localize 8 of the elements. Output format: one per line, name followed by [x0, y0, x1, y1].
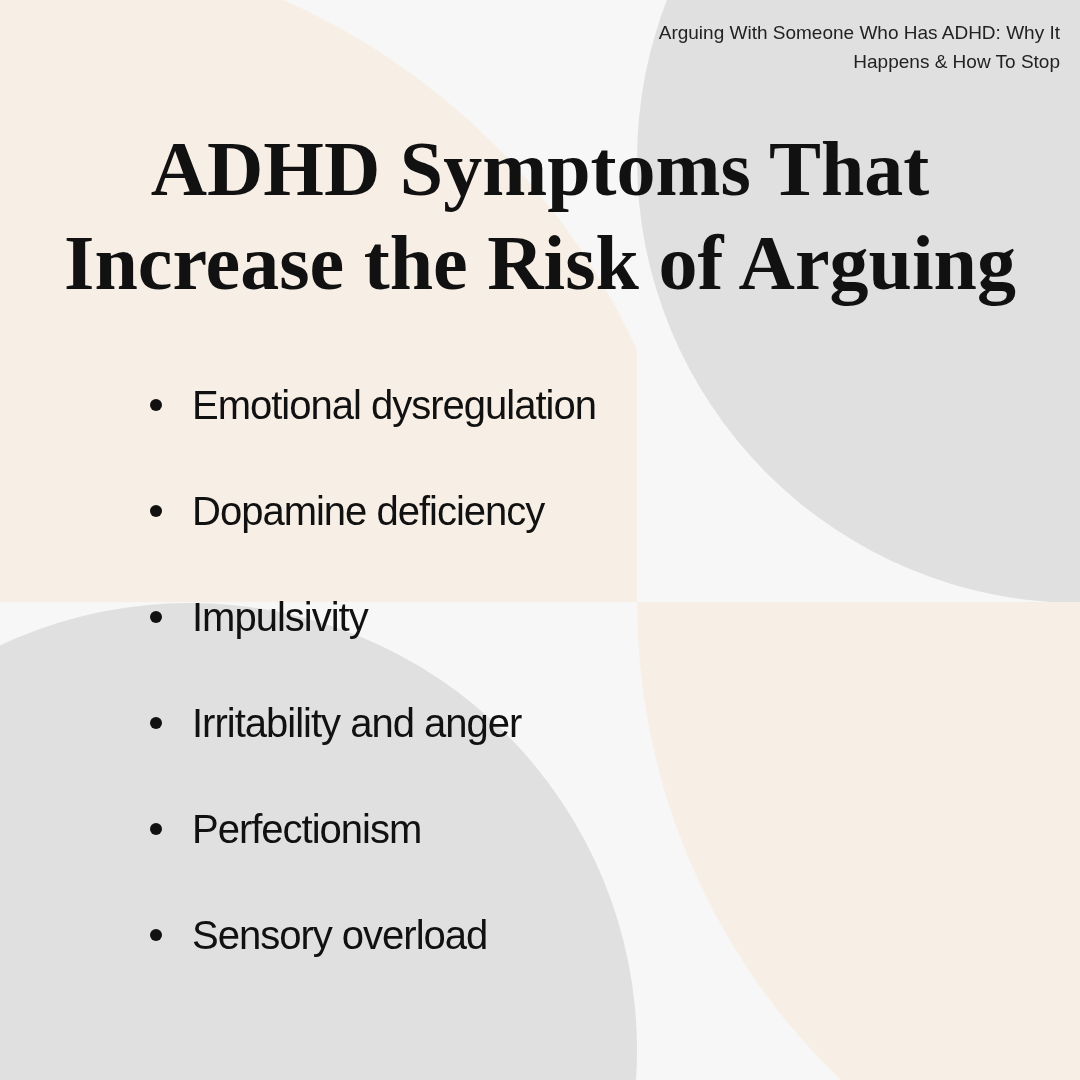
title: ADHD Symptoms That Increase the Risk of Arguing [63, 124, 1017, 308]
list-item: Impulsivity [192, 594, 368, 640]
list-item: Perfectionism [192, 806, 422, 852]
article-title: Arguing With Someone Who Has ADHD: Why It Happens & How To Stop [657, 21, 1060, 74]
list-item: Irritability and anger [192, 700, 522, 746]
list-item: Dopamine deficiency [192, 488, 545, 534]
list-item: Sensory overload [192, 912, 488, 958]
list-item: Emotional dysregulation [192, 382, 596, 428]
